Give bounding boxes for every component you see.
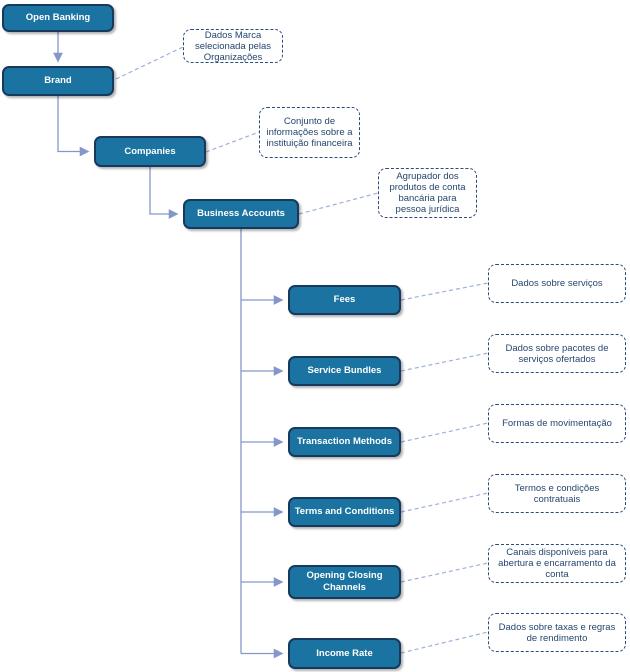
node-income-rate-label: Income Rate bbox=[316, 647, 373, 659]
note-link-servicebundles bbox=[400, 352, 489, 372]
annotation-business-accounts[interactable]: Agrupador dos produtos de conta bancária… bbox=[378, 168, 477, 218]
note-link-brand bbox=[115, 46, 184, 80]
note-link-incomerate bbox=[400, 631, 489, 654]
node-companies[interactable]: Companies bbox=[94, 136, 206, 167]
note-link-transactionmethods bbox=[400, 422, 489, 443]
node-service-bundles[interactable]: Service Bundles bbox=[288, 356, 401, 386]
annotation-opening-closing-channels-text: Canais disponíveis para abertura e encar… bbox=[498, 547, 616, 580]
node-business-accounts[interactable]: Business Accounts bbox=[183, 199, 299, 229]
node-terms-and-conditions[interactable]: Terms and Conditions bbox=[288, 497, 401, 527]
note-link-openingclosingchannels bbox=[400, 562, 489, 583]
annotation-service-bundles-text: Dados sobre pacotes de serviços ofertado… bbox=[505, 342, 609, 365]
annotation-companies[interactable]: Conjunto de informações sobre a institui… bbox=[259, 107, 360, 158]
edge-companies-businessaccounts bbox=[149, 167, 179, 219]
annotation-business-accounts-text: Agrupador dos produtos de conta bancária… bbox=[389, 171, 466, 215]
annotation-opening-closing-channels[interactable]: Canais disponíveis para abertura e encar… bbox=[488, 544, 626, 583]
annotation-companies-text: Conjunto de informações sobre a institui… bbox=[266, 116, 353, 149]
node-companies-label: Companies bbox=[124, 145, 176, 157]
node-fees[interactable]: Fees bbox=[288, 285, 401, 315]
node-open-banking-label: Open Banking bbox=[25, 12, 91, 23]
node-brand-label: Brand bbox=[44, 75, 72, 86]
note-link-businessaccounts bbox=[298, 192, 379, 215]
edge-brand-companies bbox=[57, 96, 90, 157]
node-income-rate[interactable]: Income Rate bbox=[288, 638, 401, 669]
annotation-transaction-methods-text: Formas de movimentação bbox=[502, 418, 612, 429]
node-opening-closing-channels[interactable]: Opening Closing Channels bbox=[288, 565, 401, 599]
node-transaction-methods-label: Transaction Methods bbox=[296, 436, 392, 447]
note-link-fees bbox=[400, 282, 489, 301]
annotation-brand[interactable]: Dados Marca selecionada pelas Organizaçõ… bbox=[183, 29, 283, 63]
annotation-income-rate[interactable]: Dados sobre taxas e regras de rendimento bbox=[488, 613, 626, 652]
node-transaction-methods[interactable]: Transaction Methods bbox=[288, 427, 401, 457]
annotation-transaction-methods[interactable]: Formas de movimentação bbox=[488, 404, 626, 443]
annotation-brand-text: Dados Marca selecionada pelas Organizaçõ… bbox=[194, 29, 272, 63]
node-business-accounts-label: Business Accounts bbox=[197, 208, 285, 219]
annotation-terms-and-conditions-text: Termos e condições contratuais bbox=[514, 482, 600, 505]
annotation-terms-and-conditions[interactable]: Termos e condições contratuais bbox=[488, 474, 626, 513]
annotation-fees[interactable]: Dados sobre serviços bbox=[488, 264, 626, 303]
node-terms-and-conditions-label: Terms and Conditions bbox=[294, 506, 395, 517]
node-service-bundles-label: Service Bundles bbox=[307, 365, 382, 376]
annotation-fees-text: Dados sobre serviços bbox=[511, 278, 603, 289]
note-link-termsandconditions bbox=[400, 492, 489, 513]
annotation-service-bundles[interactable]: Dados sobre pacotes de serviços ofertado… bbox=[488, 334, 626, 373]
note-link-companies bbox=[205, 131, 260, 153]
node-opening-closing-channels-label: Opening Closing Channels bbox=[306, 570, 383, 593]
annotation-income-rate-text: Dados sobre taxas e regras de rendimento bbox=[498, 621, 616, 644]
node-brand[interactable]: Brand bbox=[2, 66, 114, 96]
node-fees-label: Fees bbox=[333, 294, 356, 305]
node-open-banking[interactable]: Open Banking bbox=[2, 4, 114, 32]
